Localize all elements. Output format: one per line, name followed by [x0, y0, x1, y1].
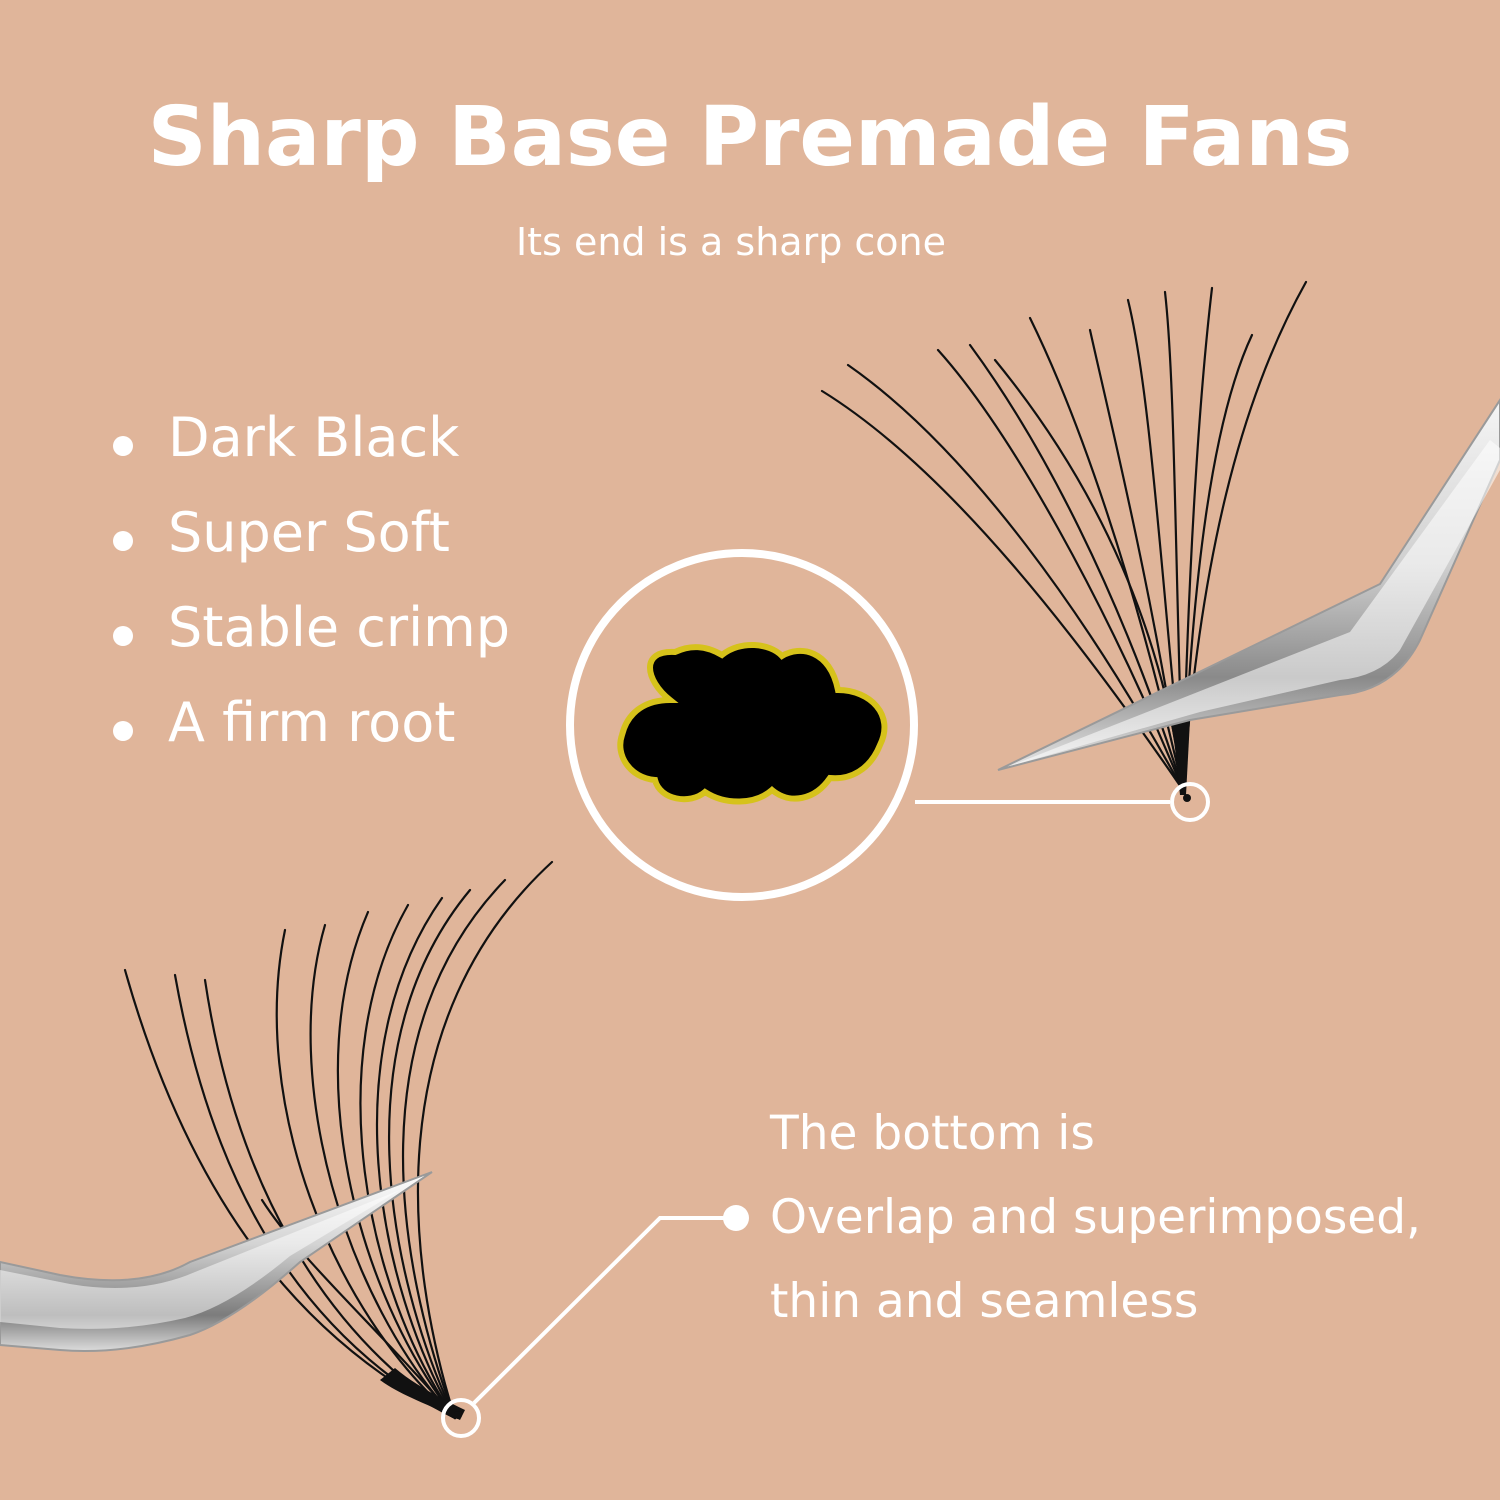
feature-label: Dark Black — [168, 406, 460, 469]
lash-cross-section-icon — [617, 641, 888, 805]
bullet-dot-icon — [113, 531, 133, 551]
bullet-dot-icon — [113, 436, 133, 456]
bottom-description: The bottom is Overlap and superimposed, … — [770, 1092, 1421, 1344]
page-subtitle: Its end is a sharp cone — [515, 220, 947, 264]
page-title: Sharp Base Premade Fans — [147, 90, 1353, 185]
feature-item: Dark Black — [108, 398, 510, 493]
feature-label: Stable crimp — [168, 596, 510, 659]
feature-list: Dark Black Super Soft Stable crimp A fir… — [108, 398, 510, 778]
bullet-dot-icon — [113, 626, 133, 646]
bullet-dot-icon — [113, 721, 133, 741]
bottom-tweezer-icon — [0, 1171, 433, 1352]
feature-item: Super Soft — [108, 493, 510, 588]
bottom-description-line-2: Overlap and superimposed, — [770, 1190, 1422, 1245]
top-callout-connector — [915, 782, 1210, 822]
feature-label: Super Soft — [168, 501, 450, 564]
feature-label: A firm root — [168, 691, 456, 754]
top-tweezer-icon — [997, 398, 1500, 771]
bottom-callout-connector — [441, 1205, 749, 1438]
cross-section-magnifier — [566, 549, 918, 901]
feature-item: Stable crimp — [108, 588, 510, 683]
bottom-description-line-3: thin and seamless — [770, 1274, 1199, 1329]
bottom-description-line-1: The bottom is — [770, 1106, 1095, 1161]
feature-item: A firm root — [108, 683, 510, 778]
